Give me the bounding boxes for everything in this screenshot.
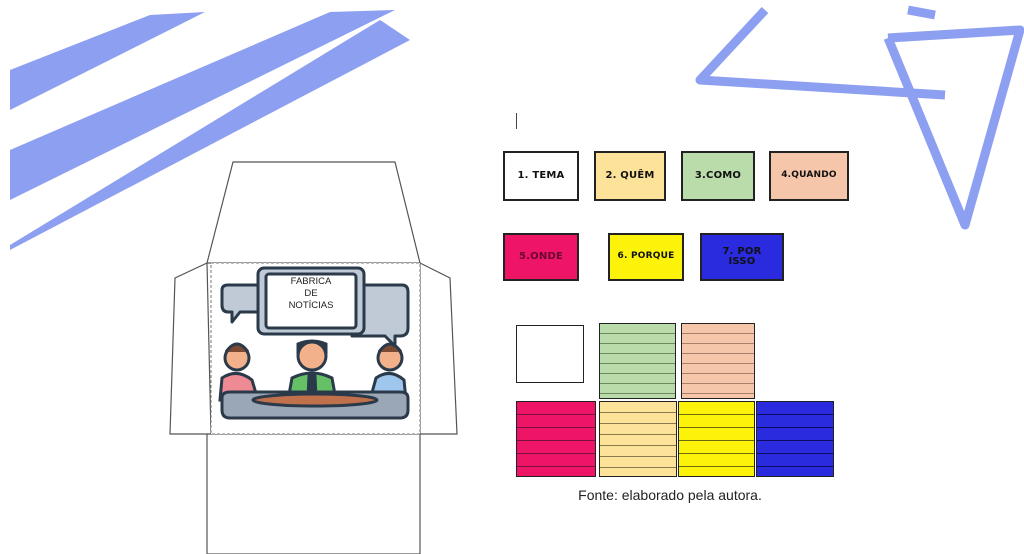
text-cursor-mark: [516, 113, 517, 129]
envelope-right-flap: [419, 262, 458, 435]
note-block-pink: [516, 401, 596, 477]
card-por-isso: 7. POR ISSO: [700, 233, 784, 281]
figure-caption: Fonte: elaborado pela autora.: [578, 487, 762, 503]
card-como: 3.COMO: [681, 151, 755, 201]
note-block-salmon: [681, 323, 755, 399]
card-quem: 2. QUÊM: [594, 151, 666, 201]
envelope-top-flap: [206, 161, 421, 264]
note-block-green: [599, 323, 676, 399]
board-title-line-2: DE: [304, 288, 318, 299]
note-block-yellow: [678, 401, 755, 477]
envelope-bottom-flap: [206, 433, 421, 554]
card-tema: 1. TEMA: [503, 151, 579, 201]
card-porque: 6. PORQUE: [608, 233, 684, 281]
card-onde: 5.ONDE: [503, 233, 579, 281]
note-block-blue: [756, 401, 834, 477]
note-block-white: [516, 325, 584, 383]
card-quando: 4.QUANDO: [769, 151, 849, 201]
envelope-template: [169, 161, 458, 554]
envelope-left-flap: [169, 262, 212, 435]
board-title-line-1: FABRICA: [290, 276, 332, 287]
board-title: FABRICA DE NOTÍCIAS: [270, 276, 352, 320]
board-title-line-3: NOTÍCIAS: [288, 300, 334, 311]
note-block-cream: [599, 401, 677, 477]
